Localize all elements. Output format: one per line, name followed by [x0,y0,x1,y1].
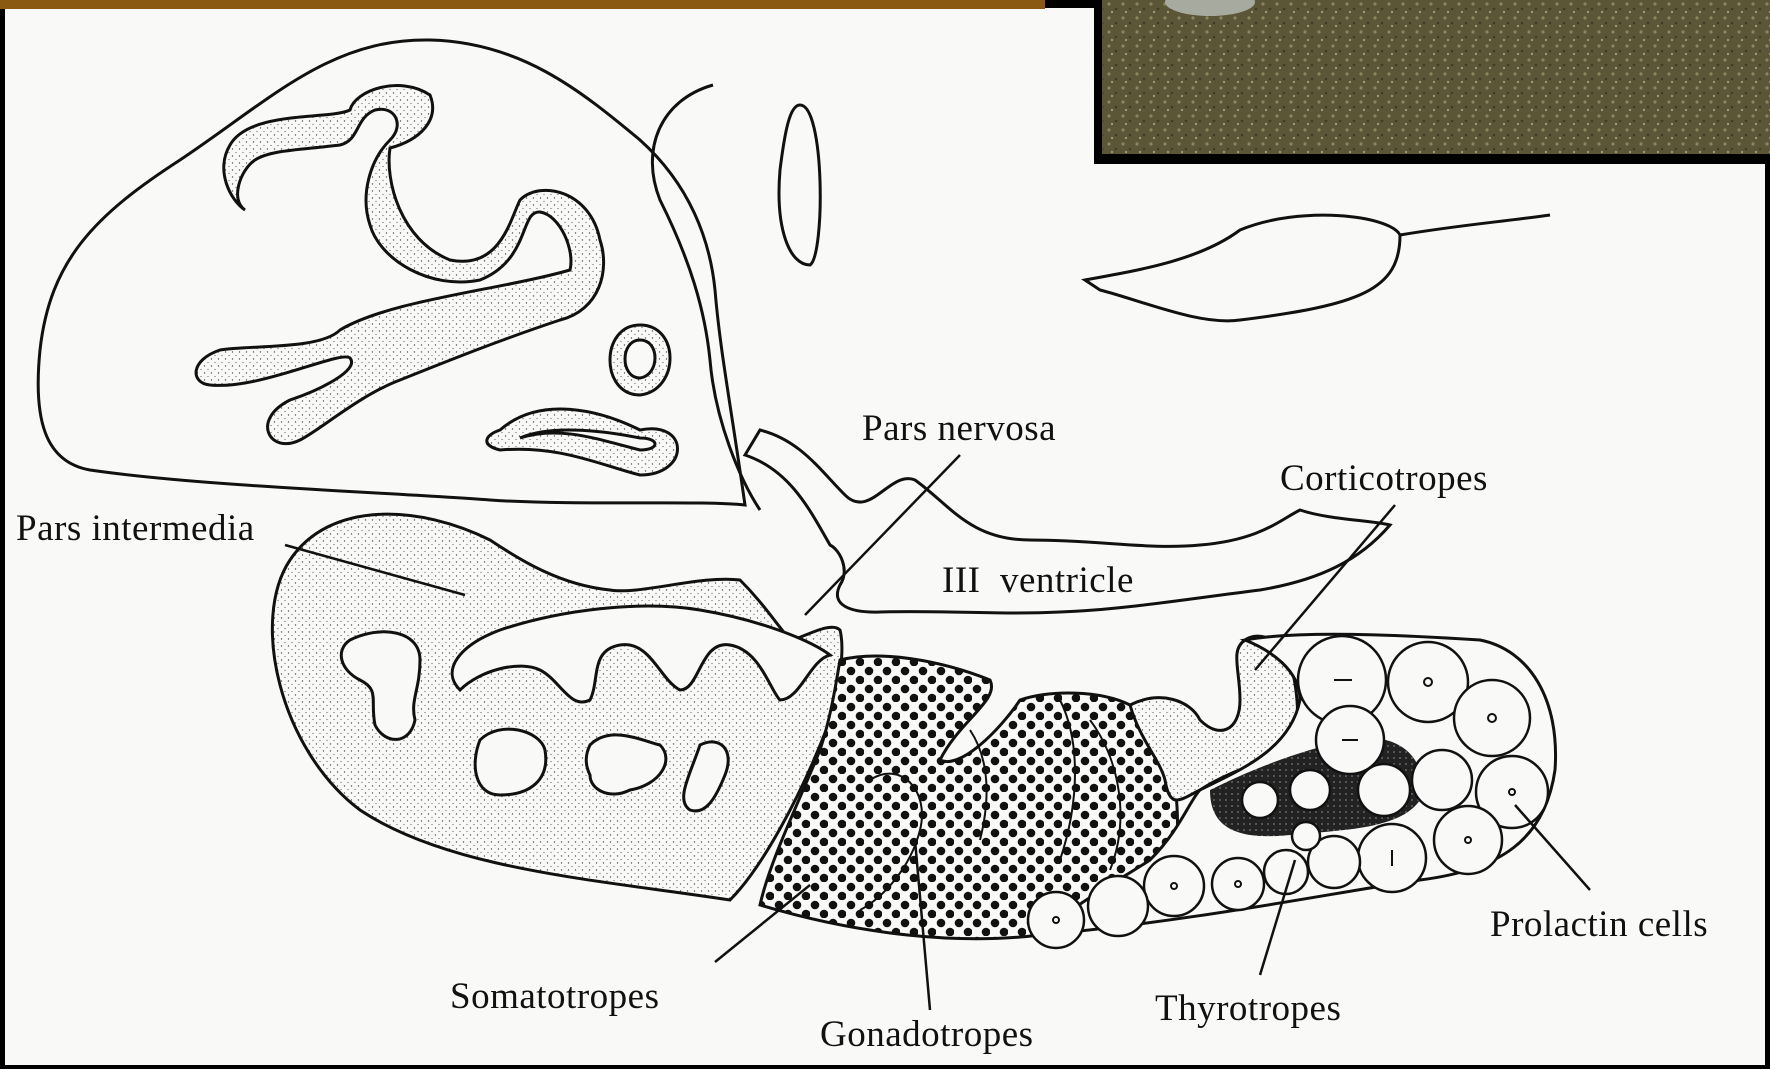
cell [1088,876,1148,936]
cell [1212,858,1264,910]
label-prolactin-cells: Prolactin cells [1490,904,1708,945]
label-somatotropes: Somatotropes [450,976,659,1017]
cell [1412,750,1472,810]
label-pars-nervosa: Pars nervosa [862,408,1056,449]
label-thyrotropes: Thyrotropes [1155,988,1341,1029]
label-iii-ventricle: III ventricle [942,560,1134,601]
intermedia-hole-2 [475,729,546,795]
cell [1028,892,1084,948]
photo-inset [1102,0,1770,154]
cell [1242,782,1278,818]
cell [1434,806,1502,874]
cell [1454,680,1530,756]
cell [1144,856,1204,916]
label-gonadotropes: Gonadotropes [820,1014,1034,1055]
top-bar [0,0,1045,9]
cell [1358,764,1410,816]
label-corticotropes: Corticotropes [1280,458,1488,499]
cell [1292,822,1320,850]
label-pars-intermedia: Pars intermedia [16,508,255,549]
cell [1290,770,1330,810]
